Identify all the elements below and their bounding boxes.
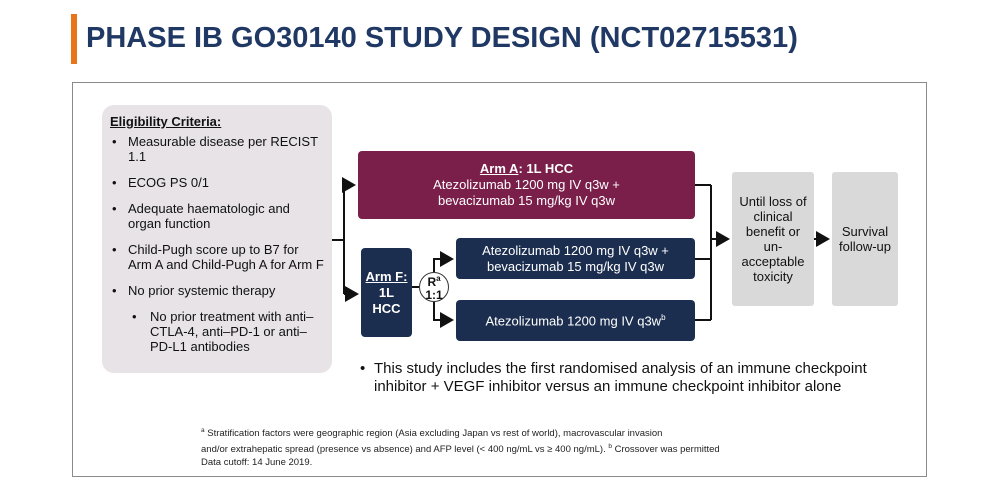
randomisation-letter: Ra (427, 274, 441, 289)
diagram-frame (72, 82, 927, 477)
arm-f-line2: HCC (372, 300, 401, 316)
eligibility-item: No prior systemic therapy (110, 283, 324, 298)
arm-f-combo-line1: Atezolizumab 1200 mg IV q3w + (482, 242, 669, 258)
until-line: un- (763, 239, 783, 254)
footnote-line1: a Stratification factors were geographic… (201, 427, 663, 440)
until-line: toxicity (753, 269, 793, 284)
arm-a-regimen-line2: bevacizumab 15 mg/kg IV q3w (437, 193, 616, 208)
arm-f-mono-box: Atezolizumab 1200 mg IV q3wb (456, 300, 695, 341)
data-cutoff: Data cutoff: 14 June 2019. (201, 457, 313, 469)
randomisation-ratio: 1:1 (425, 288, 443, 302)
arm-a-header: Arm A: 1L HCC (480, 161, 573, 177)
eligibility-list: Measurable disease per RECIST 1.1 ECOG P… (110, 134, 324, 354)
randomisation-circle: Ra 1:1 (419, 272, 449, 302)
arm-a-regimen-line1: Atezolizumab 1200 mg IV q3w + (433, 177, 620, 192)
title-accent-bar (71, 14, 77, 64)
arm-f-combo-line2: bevacizumab 15 mg/kg IV q3w (486, 258, 665, 274)
eligibility-item: Child-Pugh score up to B7 for Arm A and … (110, 242, 324, 272)
eligibility-item: Adequate haematologic and organ function (110, 201, 324, 231)
eligibility-title: Eligibility Criteria: (110, 114, 222, 129)
eligibility-criteria-box: Eligibility Criteria: Measurable disease… (102, 105, 332, 373)
until-line: benefit or (745, 224, 801, 239)
arm-a-box: Arm A: 1L HCC Atezolizumab 1200 mg IV q3… (358, 151, 695, 219)
footnote: a Stratification factors were geographic… (201, 424, 841, 469)
survival-followup-box: Survival follow-up (832, 172, 898, 306)
arm-f-combo-box: Atezolizumab 1200 mg IV q3w + bevacizuma… (456, 238, 695, 279)
eligibility-item: Measurable disease per RECIST 1.1 (110, 134, 324, 164)
rand-split-up (433, 251, 454, 272)
eligibility-item: ECOG PS 0/1 (110, 175, 324, 190)
survival-line: Survival (841, 224, 889, 239)
arm-a-label: Arm A (479, 161, 519, 176)
survival-line: follow-up (838, 239, 892, 254)
until-line: Until loss of (739, 194, 807, 209)
eligibility-subitem: No prior treatment with anti–CTLA-4, ant… (110, 309, 324, 354)
footnote-line2: and/or extrahepatic spread (presence vs … (201, 443, 720, 456)
arm-f-mono-text: Atezolizumab 1200 mg IV q3wb (485, 312, 666, 329)
arm-f-box: Arm F: 1L HCC (361, 248, 412, 337)
arm-f-label: Arm F: (365, 268, 408, 284)
arm-f-line1: 1L (378, 284, 395, 300)
until-line: acceptable (741, 254, 805, 269)
until-line: clinical (753, 209, 793, 224)
page-title: PHASE IB GO30140 STUDY DESIGN (NCT027155… (86, 22, 798, 54)
study-note: This study includes the first randomised… (360, 360, 870, 396)
rand-split-down (433, 302, 454, 328)
until-loss-box: Until loss of clinical benefit or un- ac… (732, 172, 814, 306)
arm-a-cohort: : 1L HCC (518, 161, 574, 176)
